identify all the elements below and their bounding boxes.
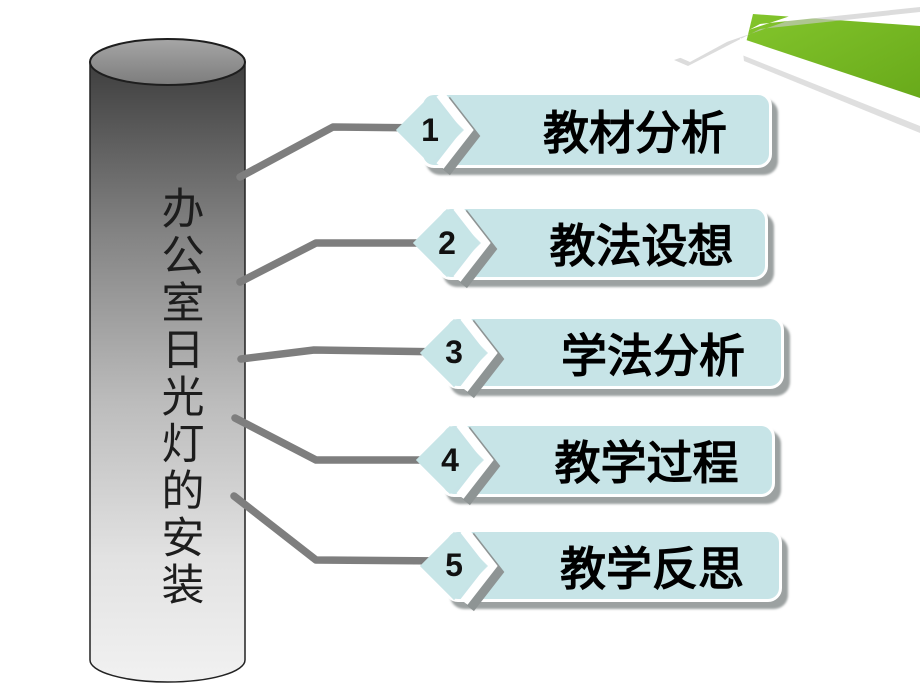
agenda-item-label: 教法设想 — [549, 221, 734, 272]
agenda-item-bar[interactable]: 教学过程 — [440, 423, 775, 497]
agenda-item-number: 4 — [441, 441, 459, 478]
number-diamond-badge — [416, 421, 501, 506]
number-diamond-badge — [413, 204, 498, 289]
agenda-item-label: 教学过程 — [554, 438, 739, 489]
connector-line-4 — [231, 414, 450, 464]
number-diamond-badge — [420, 313, 505, 398]
agenda-item-label: 教材分析 — [543, 108, 727, 159]
agenda-item-5[interactable]: 教学反思 5 — [420, 526, 782, 611]
agenda-item-bar[interactable]: 教材分析 — [420, 92, 772, 168]
connector-line-5 — [230, 492, 454, 565]
agenda-item-number: 5 — [445, 547, 463, 583]
connector-line-2 — [236, 239, 450, 286]
agenda-item-number: 2 — [438, 224, 456, 261]
number-diamond-badge — [420, 526, 505, 611]
agenda-item-3[interactable]: 学法分析 3 — [420, 313, 784, 398]
agenda-item-number: 1 — [421, 111, 439, 148]
connector-line-3 — [237, 346, 454, 363]
agenda-item-2[interactable]: 教法设想 2 — [413, 204, 768, 289]
number-diamond-badge — [396, 91, 481, 176]
slide-title-vertical: 办公室日光灯的安装 — [155, 186, 202, 609]
agenda-item-label: 学法分析 — [561, 330, 745, 382]
agenda-item-1[interactable]: 教材分析 1 — [396, 91, 772, 176]
agenda-item-number: 3 — [445, 334, 463, 370]
agenda-item-label: 教学反思 — [560, 543, 744, 595]
agenda-item-4[interactable]: 教学过程 4 — [416, 421, 775, 506]
